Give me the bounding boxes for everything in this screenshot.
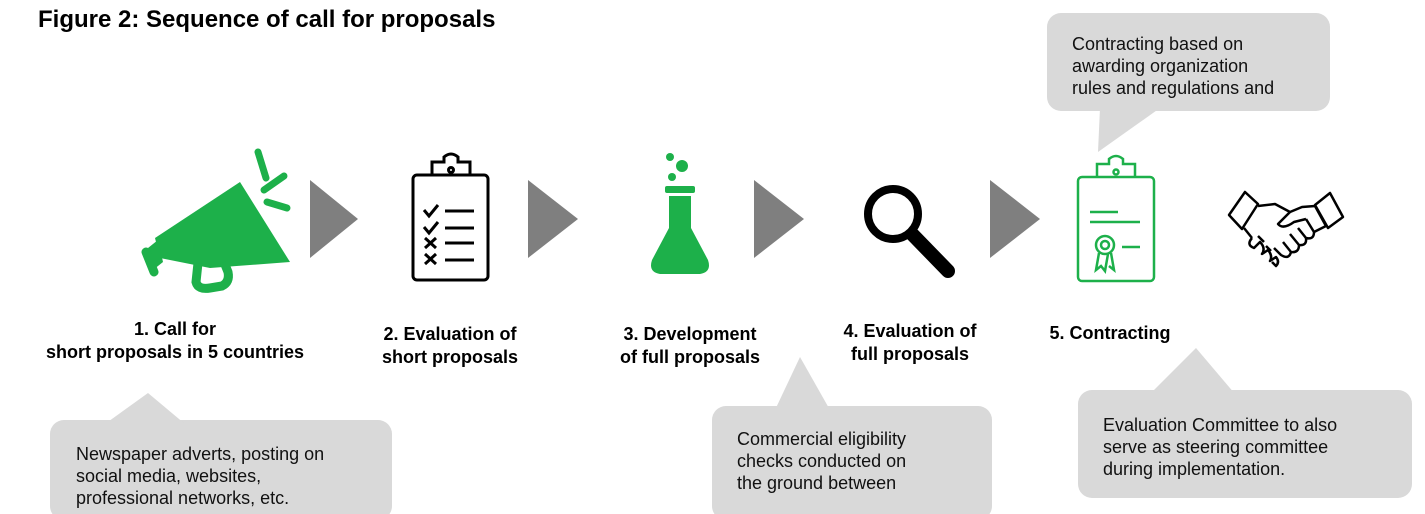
arrow-3-icon xyxy=(754,180,804,258)
callout-top-bubble xyxy=(1047,13,1330,152)
callout-top-text: Contracting based on awarding organizati… xyxy=(1072,34,1275,98)
checklist-clipboard-icon xyxy=(411,152,490,282)
callout-bottom-right-bubble xyxy=(1078,348,1412,498)
step-2-label: 2. Evaluation of short proposals xyxy=(381,324,519,367)
megaphone-icon xyxy=(141,148,291,293)
flask-icon xyxy=(651,153,709,274)
step-3-label: 3. Development of full proposals xyxy=(619,324,760,367)
handshake-icon xyxy=(1227,190,1345,268)
magnifier-icon xyxy=(864,185,955,278)
arrow-1-icon xyxy=(310,180,358,258)
callout-bottom-middle-bubble xyxy=(712,357,992,514)
step-1-label: 1. Call for short proposals in 5 countri… xyxy=(45,319,305,362)
callout-bottom-right-text: Evaluation Committee to also serve as st… xyxy=(1103,415,1338,479)
step-5-label: 5. Contracting xyxy=(1049,323,1171,343)
callout-bottom-left-text: Newspaper adverts, posting on social med… xyxy=(76,444,325,508)
step-4-label: 4. Evaluation of full proposals xyxy=(843,321,977,364)
callout-bottom-middle-text: Commercial eligibility checks conducted … xyxy=(737,429,907,493)
arrow-2-icon xyxy=(528,180,578,258)
certificate-clipboard-icon xyxy=(1076,154,1156,283)
callout-bottom-left-bubble xyxy=(50,393,392,514)
figure-title: Figure 2: Sequence of call for proposals xyxy=(38,6,496,33)
arrow-4-icon xyxy=(990,180,1040,258)
